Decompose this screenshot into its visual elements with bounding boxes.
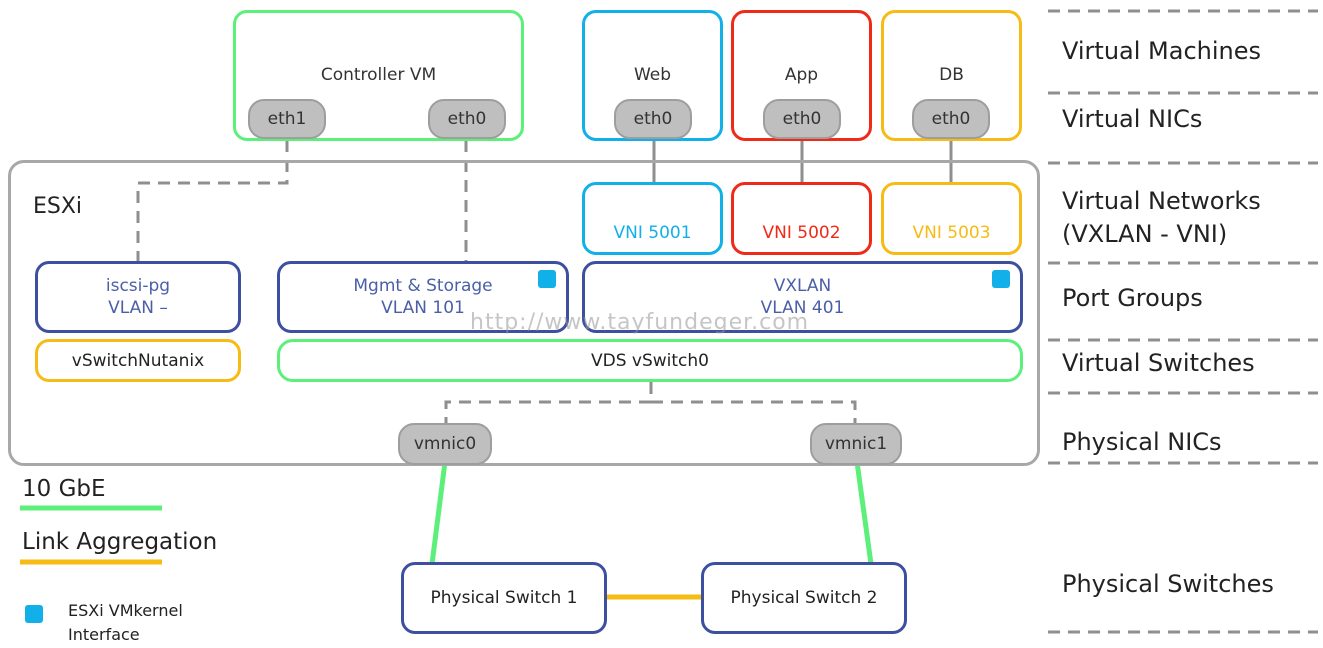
vni-5001-box: VNI 5001 bbox=[582, 182, 723, 255]
layer-label-virtual-switches: Virtual Switches bbox=[1062, 349, 1255, 377]
vni-5002-box: VNI 5002 bbox=[731, 182, 872, 255]
vds-to-vmnic0-link bbox=[444, 382, 653, 424]
esxi-label: ESXi bbox=[33, 194, 83, 219]
layer-label-virtual-nics: Virtual NICs bbox=[1062, 105, 1203, 133]
vds-vswitch0: VDS vSwitch0 bbox=[277, 339, 1023, 382]
layer-label-virtual-machines: Virtual Machines bbox=[1062, 37, 1262, 65]
db-eth0-nic: eth0 bbox=[912, 99, 990, 139]
vswitch-nutanix: vSwitchNutanix bbox=[35, 339, 241, 382]
controller-vm-title: Controller VM bbox=[320, 65, 437, 85]
web-vm-title: Web bbox=[633, 65, 672, 85]
vmnic1-nic: vmnic1 bbox=[810, 423, 902, 465]
legend-vmkernel-label-2: Interface bbox=[68, 625, 140, 644]
legend-link-agg-label: Link Aggregation bbox=[22, 529, 218, 555]
iscsi-port-group: iscsi-pg VLAN – bbox=[35, 261, 241, 333]
vxlan-port-group: VXLAN VLAN 401 bbox=[582, 261, 1023, 333]
legend-10gbe-label: 10 GbE bbox=[22, 476, 106, 502]
controller-eth0-nic: eth0 bbox=[428, 99, 506, 139]
app-vm-title: App bbox=[784, 65, 819, 85]
watermark: http://www.tayfundeger.com bbox=[470, 310, 810, 335]
vxlan-pg-name: VXLAN bbox=[773, 276, 832, 296]
uplink-vmnic0-switch1 bbox=[429, 461, 448, 565]
legend-vmkernel-label-1: ESXi VMkernel bbox=[68, 601, 183, 620]
layer-label-physical-switches: Physical Switches bbox=[1062, 570, 1274, 598]
mgmt-pg-name: Mgmt & Storage bbox=[353, 276, 493, 296]
layer-label-vxlan-vni: (VXLAN - VNI) bbox=[1062, 220, 1228, 248]
vxlan-vmkernel-icon bbox=[992, 270, 1010, 288]
iscsi-pg-name: iscsi-pg bbox=[105, 276, 171, 296]
web-eth0-nic: eth0 bbox=[614, 99, 692, 139]
layer-label-port-groups: Port Groups bbox=[1062, 284, 1203, 312]
esxi-host-frame bbox=[8, 160, 1040, 466]
mgmt-vmkernel-icon bbox=[538, 270, 556, 288]
vxlan-pg-vlan: VLAN 401 bbox=[760, 298, 845, 318]
layer-label-physical-nics: Physical NICs bbox=[1062, 428, 1222, 456]
physical-switch-1: Physical Switch 1 bbox=[401, 562, 607, 634]
controller-eth1-nic: eth1 bbox=[248, 99, 326, 139]
db-vm-title: DB bbox=[939, 65, 964, 85]
mgmt-pg-vlan: VLAN 101 bbox=[381, 298, 465, 318]
vni-5003-box: VNI 5003 bbox=[881, 182, 1022, 255]
mgmt-storage-port-group: Mgmt & Storage VLAN 101 bbox=[277, 261, 569, 333]
iscsi-pg-vlan: VLAN – bbox=[108, 298, 168, 318]
app-eth0-nic: eth0 bbox=[763, 99, 841, 139]
legend-vmkernel-icon bbox=[25, 605, 43, 623]
vmnic0-nic: vmnic0 bbox=[398, 423, 492, 465]
layer-label-virtual-networks: Virtual Networks bbox=[1062, 187, 1261, 215]
physical-switch-2: Physical Switch 2 bbox=[701, 562, 907, 634]
vds-to-vmnic1-link bbox=[651, 400, 857, 424]
uplink-vmnic1-switch2 bbox=[854, 461, 874, 565]
